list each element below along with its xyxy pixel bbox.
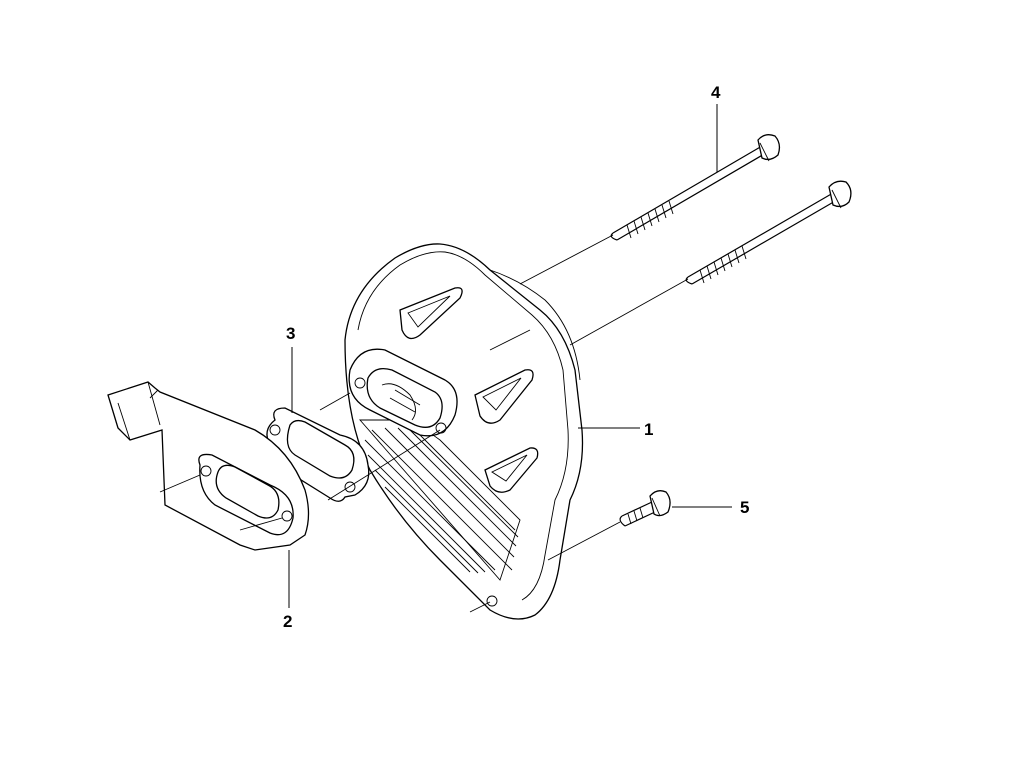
long-bolt-lower bbox=[569, 180, 852, 346]
callout-1: 1 bbox=[644, 420, 654, 439]
bracket-plate bbox=[107, 381, 310, 551]
leader-lines bbox=[288, 104, 732, 608]
short-bolt bbox=[547, 490, 671, 561]
long-bolt-upper bbox=[519, 134, 781, 285]
callout-4: 4 bbox=[711, 83, 721, 102]
callout-2: 2 bbox=[283, 612, 293, 631]
callout-5: 5 bbox=[740, 498, 750, 517]
callout-3: 3 bbox=[286, 324, 296, 343]
muffler-body bbox=[344, 243, 584, 620]
